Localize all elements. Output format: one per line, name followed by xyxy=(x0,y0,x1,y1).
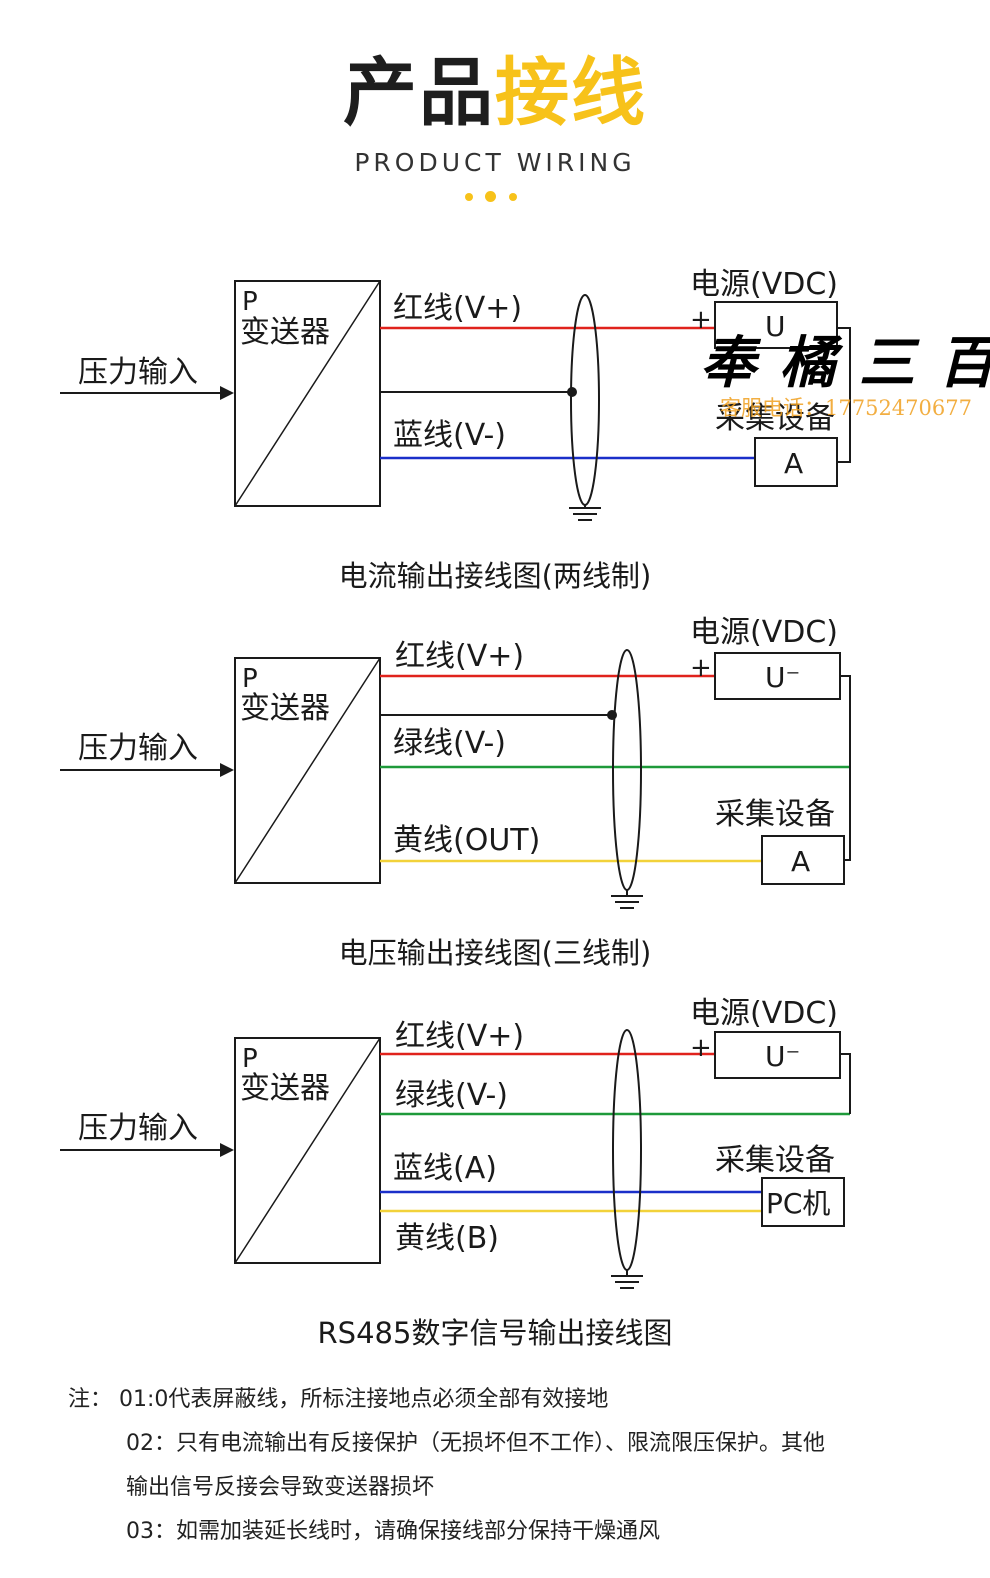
return-wire xyxy=(840,1053,851,1114)
collector-box xyxy=(761,1177,845,1227)
transmitter-diagonal xyxy=(234,1037,381,1264)
collector-box-label: A xyxy=(784,447,803,480)
collector-box xyxy=(754,437,838,487)
ground-icon xyxy=(611,895,643,909)
return-wire xyxy=(840,675,851,861)
red-wire-label: 红线(V+) xyxy=(395,639,524,674)
watermark-script: 奉 橘 三 百 xyxy=(700,330,990,396)
arrow-icon xyxy=(220,1143,234,1157)
transmitter-p-label: P xyxy=(242,287,258,317)
power-box-label: U xyxy=(765,310,786,343)
note-line: 注： 01:0代表屏蔽线，所标注接地点必须全部有效接地 xyxy=(68,1387,609,1412)
pressure-input-label: 压力输入 xyxy=(78,731,198,766)
power-label: 电源(VDC) xyxy=(690,267,838,302)
shield-ellipse xyxy=(612,649,642,891)
power-box xyxy=(714,1031,841,1079)
diagram-current-output: 压力输入 P 变送器 红线(V+) 蓝线(V-) 电源(VDC) + U 采集设… xyxy=(60,267,851,521)
decorative-dots xyxy=(465,191,525,202)
plus-sign: + xyxy=(690,653,712,683)
power-label: 电源(VDC) xyxy=(690,615,838,650)
transmitter-p-label: P xyxy=(242,664,258,694)
diagram-caption: RS485数字信号输出接线图 xyxy=(317,1316,673,1350)
power-box-label: U⁻ xyxy=(765,661,800,694)
page-subtitle: PRODUCT WIRING xyxy=(354,148,636,177)
watermark-contact: 客服电话：17752470677 xyxy=(720,396,972,420)
collector-label: 采集设备 xyxy=(715,1143,835,1178)
collector-label: 采集设备 xyxy=(715,401,835,436)
notes-section: 注： 01:0代表屏蔽线，所标注接地点必须全部有效接地 02：只有电流输出有反接… xyxy=(68,1378,948,1554)
blue-wire-label: 蓝线(A) xyxy=(393,1151,497,1186)
watermark: 奉 橘 三 百 客服电话：17752470677 xyxy=(700,318,990,428)
note-line: 02：只有电流输出有反接保护（无损坏但不工作）、限流限压保护。其他 xyxy=(126,1431,825,1456)
transmitter-diagonal xyxy=(234,280,381,507)
red-wire-label: 红线(V+) xyxy=(395,1019,524,1054)
note-line: 03：如需加装延长线时，请确保接线部分保持干燥通风 xyxy=(126,1519,660,1544)
transmitter-name-label: 变送器 xyxy=(240,315,330,350)
diagram-rs485-output: 压力输入 P 变送器 红线(V+) 绿线(V-) 蓝线(A) 黄线(B) 电源(… xyxy=(60,996,851,1289)
transmitter-diagonal xyxy=(234,657,381,884)
yellow-wire-label: 黄线(B) xyxy=(395,1221,499,1256)
blue-wire-label: 蓝线(V-) xyxy=(393,418,506,453)
collector-label: 采集设备 xyxy=(715,797,835,832)
diagram-caption: 电流输出接线图(两线制) xyxy=(338,559,652,593)
dot-icon xyxy=(509,193,517,201)
shield-ellipse xyxy=(612,1029,642,1271)
pressure-input-label: 压力输入 xyxy=(78,355,198,390)
dot-icon xyxy=(485,191,496,202)
shield-ellipse xyxy=(570,294,600,506)
transmitter-p-label: P xyxy=(242,1044,258,1074)
title-dark-part: 产品 xyxy=(343,50,495,136)
ground-icon xyxy=(569,507,601,521)
power-box xyxy=(714,301,838,349)
transmitter-name-label: 变送器 xyxy=(240,691,330,726)
plus-sign: + xyxy=(690,1033,712,1063)
arrow-icon xyxy=(220,386,234,400)
return-wire xyxy=(837,327,851,463)
yellow-wire-label: 黄线(OUT) xyxy=(393,823,540,858)
title-accent-part: 接线 xyxy=(495,50,647,136)
ground-icon xyxy=(611,1275,643,1289)
plus-sign: + xyxy=(690,305,712,335)
collector-box-label: PC机 xyxy=(766,1187,830,1220)
diagram-voltage-output: 压力输入 P 变送器 红线(V+) 绿线(V-) 黄线(OUT) 电源(VDC)… xyxy=(60,615,851,909)
green-wire-label: 绿线(V-) xyxy=(395,1078,508,1113)
diagram-caption: 电压输出接线图(三线制) xyxy=(338,936,652,970)
page-title: 产品接线 xyxy=(0,48,990,138)
green-wire-label: 绿线(V-) xyxy=(393,726,506,761)
power-label: 电源(VDC) xyxy=(690,996,838,1031)
red-wire-label: 红线(V+) xyxy=(393,291,522,326)
collector-box xyxy=(761,835,845,885)
collector-box-label: A xyxy=(791,845,810,878)
arrow-icon xyxy=(220,763,234,777)
dot-icon xyxy=(465,193,473,201)
power-box-label: U⁻ xyxy=(765,1040,800,1073)
header: 产品接线 PRODUCT WIRING xyxy=(0,0,990,230)
note-line: 输出信号反接会导致变送器损坏 xyxy=(126,1475,435,1500)
transmitter-name-label: 变送器 xyxy=(240,1071,330,1106)
pressure-input-label: 压力输入 xyxy=(78,1111,198,1146)
